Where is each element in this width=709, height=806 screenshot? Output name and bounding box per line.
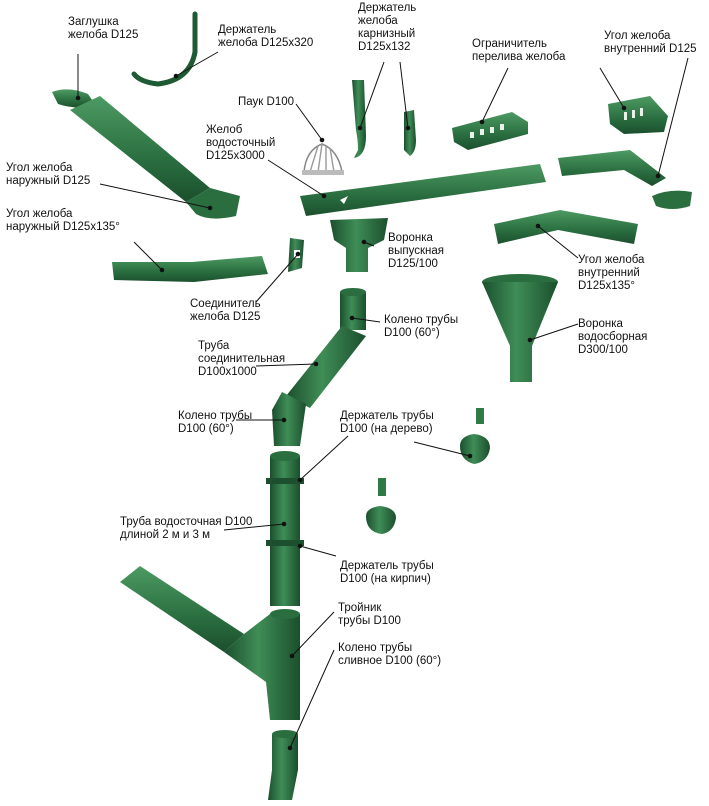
leaf-spider xyxy=(302,143,344,175)
pipe-tee xyxy=(120,566,300,720)
fascia-bracket-1 xyxy=(352,80,366,158)
main-gutter xyxy=(300,164,546,216)
gutter-outlet xyxy=(330,218,388,272)
label-elbow-upper: Колено трубы D100 (60°) xyxy=(384,314,459,339)
label-inner-corner-135: Угол желоба внутренний D125x135° xyxy=(578,254,645,292)
label-elbow-lower: Колено трубы D100 (60°) xyxy=(178,410,253,435)
gutter-diagonal xyxy=(70,96,240,219)
downpipe xyxy=(266,451,304,606)
label-connecting-pipe: Труба соединительная D100x1000 xyxy=(198,340,286,378)
overflow-limiter xyxy=(452,112,528,150)
gutter-outer-corner-135 xyxy=(112,256,268,282)
label-inner-corner: Угол желоба внутренний D125 xyxy=(604,30,697,55)
gutter-right xyxy=(558,150,692,209)
pipe-holder-brick xyxy=(366,478,396,534)
label-pipe-tee: Тройник трубы D100 xyxy=(338,602,401,627)
label-collecting-funnel: Воронка водосборная D300/100 xyxy=(578,318,648,356)
label-gutter-connector: Соединитель желоба D125 xyxy=(190,298,261,323)
label-gutter-outlet: Воронка выпускная D125/100 xyxy=(388,232,444,270)
label-holder-brick: Держатель трубы D100 (на кирпич) xyxy=(340,560,434,585)
label-overflow-limiter: Ограничитель перелива желоба xyxy=(472,38,566,63)
label-outer-corner: Угол желоба наружный D125 xyxy=(6,162,91,187)
downpipe-elbow-upper xyxy=(340,288,366,330)
gutter-bracket-long xyxy=(131,11,198,87)
pipe-holder-wood xyxy=(460,408,490,464)
label-gutter-end-cap: Заглушка желоба D125 xyxy=(68,16,139,41)
leader-lines xyxy=(75,51,689,751)
drain-elbow xyxy=(268,730,298,800)
label-holder-wood: Держатель трубы D100 (на дерево) xyxy=(340,410,434,435)
label-fascia-bracket: Держатель желоба карнизный D125x132 xyxy=(358,2,417,53)
label-leaf-spider: Паук D100 xyxy=(238,96,295,108)
label-main-gutter: Желоб водосточный D125x3000 xyxy=(206,124,276,162)
label-downpipe: Труба водосточная D100 длиной 2 м и 3 м xyxy=(120,516,253,541)
label-drain-elbow: Колено трубы сливное D100 (60°) xyxy=(338,642,442,667)
label-outer-corner-135: Угол желоба наружный D125x135° xyxy=(6,208,120,233)
connecting-pipe xyxy=(286,326,366,408)
downpipe-elbow-lower xyxy=(272,392,306,446)
collecting-funnel xyxy=(482,274,558,382)
label-gutter-bracket: Держатель желоба D125x320 xyxy=(218,24,314,49)
gutter-inner-corner-135 xyxy=(494,210,638,244)
